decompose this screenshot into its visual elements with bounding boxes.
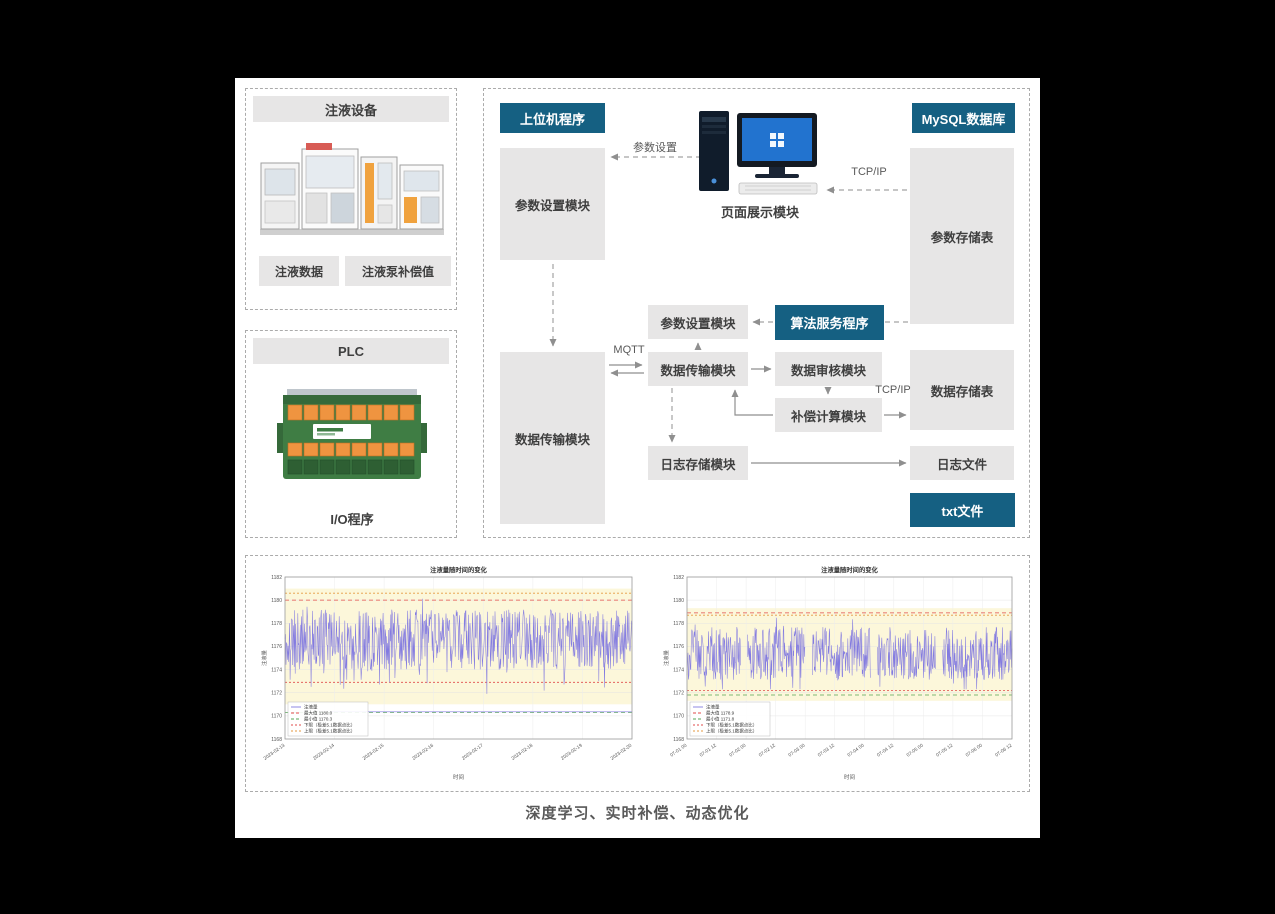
chip-pump-compensation: 注液泵补偿值 [345, 256, 451, 286]
module-data-audit: 数据审核模块 [775, 352, 882, 386]
svg-text:07-06 00: 07-06 00 [965, 743, 984, 759]
svg-text:上限（极差5.1数据点比）: 上限（极差5.1数据点比） [706, 728, 757, 735]
svg-text:下限（极差5.1数据点比）: 下限（极差5.1数据点比） [304, 722, 355, 729]
svg-text:07-04 00: 07-04 00 [846, 743, 865, 759]
svg-text:07-01 12: 07-01 12 [699, 743, 718, 759]
chart-injection-volume-history: 1168 1170 1172 1174 1176 1178 1180 1182 2023-02-… [260, 565, 634, 781]
label-param-setting: 参数设置 [633, 142, 677, 154]
svg-text:1172: 1172 [271, 691, 282, 697]
svg-text:1176: 1176 [673, 644, 684, 650]
svg-text:1174: 1174 [271, 667, 282, 673]
svg-text:1178: 1178 [271, 621, 282, 627]
badge-host-program: 上位机程序 [500, 103, 605, 133]
svg-text:最大值 1180.0: 最大值 1180.0 [304, 710, 333, 717]
svg-text:1180: 1180 [673, 598, 684, 604]
computer-caption: 页面展示模块 [720, 205, 799, 220]
svg-text:07-05 12: 07-05 12 [935, 743, 954, 759]
svg-text:注液量: 注液量 [304, 704, 318, 711]
badge-txt-file: txt文件 [910, 493, 1015, 527]
module-compensation-calc: 补偿计算模块 [775, 398, 882, 432]
label-tcpip-mid: TCP/IP [875, 384, 911, 396]
module-data-transfer-host: 数据传输模块 [500, 352, 605, 524]
chip-injection-data: 注液数据 [259, 256, 339, 286]
svg-text:时间: 时间 [844, 773, 855, 781]
svg-text:1168: 1168 [673, 737, 684, 743]
svg-text:2023-02-13: 2023-02-13 [263, 743, 287, 762]
charts-panel: 1168 1170 1172 1174 1176 1178 1180 1182 2023-02-… [245, 555, 1030, 792]
svg-text:1168: 1168 [271, 737, 282, 743]
chart-injection-volume-recent: 1168 1170 1172 1174 1176 1178 1180 1182 07-01 00… [662, 565, 1013, 781]
software-architecture-panel [483, 88, 1030, 538]
svg-text:注液量: 注液量 [260, 649, 268, 666]
module-param-setting-host: 参数设置模块 [500, 148, 605, 260]
plc-panel-title: PLC [253, 338, 449, 364]
svg-text:注液量: 注液量 [662, 649, 670, 666]
module-data-transfer-algo: 数据传输模块 [648, 352, 748, 386]
svg-text:07-05 00: 07-05 00 [906, 743, 925, 759]
badge-mysql-database: MySQL数据库 [912, 103, 1015, 133]
svg-text:注液量: 注液量 [706, 704, 720, 711]
injection-machine-image [260, 143, 444, 235]
injection-equipment-panel: 注液设备 注液数据 注液泵补偿值 [245, 88, 457, 310]
svg-text:最小值 1170.3: 最小值 1170.3 [304, 716, 333, 723]
module-log-storage: 日志存储模块 [648, 446, 748, 480]
module-data-storage-table: 数据存储表 [910, 350, 1014, 430]
svg-text:时间: 时间 [453, 773, 464, 781]
svg-text:07-06 12: 07-06 12 [994, 743, 1013, 759]
module-param-setting-algo: 参数设置模块 [648, 305, 748, 339]
svg-text:2023-02-20: 2023-02-20 [610, 743, 634, 762]
module-param-storage-table: 参数存储表 [910, 148, 1014, 324]
svg-text:07-03 00: 07-03 00 [787, 743, 806, 759]
svg-text:1172: 1172 [673, 691, 684, 697]
svg-text:07-04 12: 07-04 12 [876, 743, 895, 759]
desktop-computer-image [699, 111, 818, 195]
svg-text:2023-02-16: 2023-02-16 [411, 743, 435, 762]
plc-io-module-image [277, 389, 427, 479]
slide-footer-caption: 深度学习、实时补偿、动态优化 [525, 805, 750, 822]
label-tcpip-top: TCP/IP [851, 166, 887, 178]
svg-text:2023-02-14: 2023-02-14 [312, 743, 336, 762]
svg-text:2023-02-15: 2023-02-15 [362, 743, 386, 762]
svg-text:上限（极差5.1数据点比）: 上限（极差5.1数据点比） [304, 728, 355, 735]
svg-text:2023-02-18: 2023-02-18 [510, 743, 534, 762]
svg-text:1174: 1174 [673, 667, 684, 673]
slide-page: 注液设备 注液数据 注液泵补偿值 [235, 78, 1040, 838]
plc-panel: PLC [245, 330, 457, 538]
svg-text:1182: 1182 [271, 575, 282, 581]
badge-algorithm-service: 算法服务程序 [775, 305, 884, 340]
svg-text:1182: 1182 [673, 575, 684, 581]
svg-text:1170: 1170 [673, 714, 684, 720]
svg-text:2023-02-19: 2023-02-19 [560, 743, 584, 762]
svg-text:07-03 12: 07-03 12 [817, 743, 836, 759]
svg-text:07-02 00: 07-02 00 [728, 743, 747, 759]
svg-text:最小值 1171.8: 最小值 1171.8 [706, 716, 735, 723]
svg-text:1178: 1178 [673, 621, 684, 627]
svg-text:注液量随时间的变化: 注液量随时间的变化 [430, 565, 487, 574]
svg-text:07-02 12: 07-02 12 [758, 743, 777, 759]
svg-text:下限（极差5.1数据点比）: 下限（极差5.1数据点比） [706, 722, 757, 729]
svg-text:1180: 1180 [271, 598, 282, 604]
module-log-file: 日志文件 [910, 446, 1014, 480]
svg-text:1170: 1170 [271, 714, 282, 720]
plc-caption: I/O程序 [330, 512, 374, 527]
svg-text:最大值 1178.9: 最大值 1178.9 [706, 710, 735, 717]
svg-text:2023-02-17: 2023-02-17 [461, 743, 485, 762]
label-mqtt: MQTT [613, 344, 645, 356]
injection-panel-title: 注液设备 [253, 96, 449, 122]
svg-text:07-01 00: 07-01 00 [669, 743, 688, 759]
svg-text:注液量随时间的变化: 注液量随时间的变化 [821, 565, 878, 574]
svg-text:1176: 1176 [271, 644, 282, 650]
